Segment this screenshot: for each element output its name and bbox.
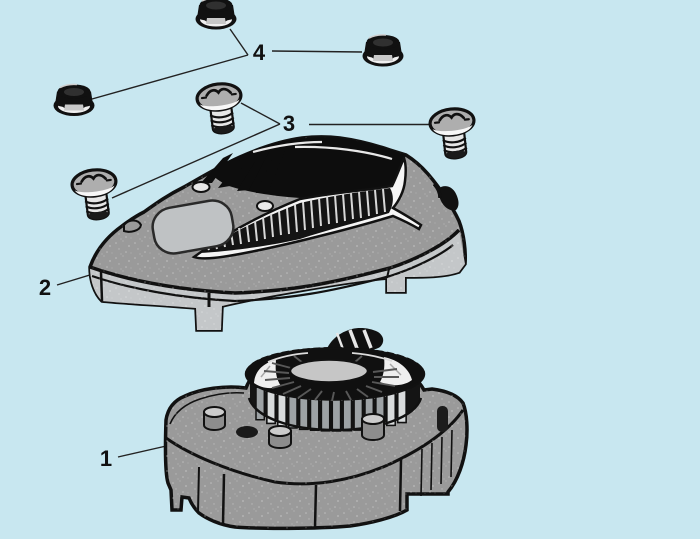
svg-text:4: 4: [253, 40, 266, 65]
svg-text:2: 2: [39, 275, 51, 300]
svg-text:3: 3: [283, 111, 295, 136]
svg-text:1: 1: [100, 446, 112, 471]
